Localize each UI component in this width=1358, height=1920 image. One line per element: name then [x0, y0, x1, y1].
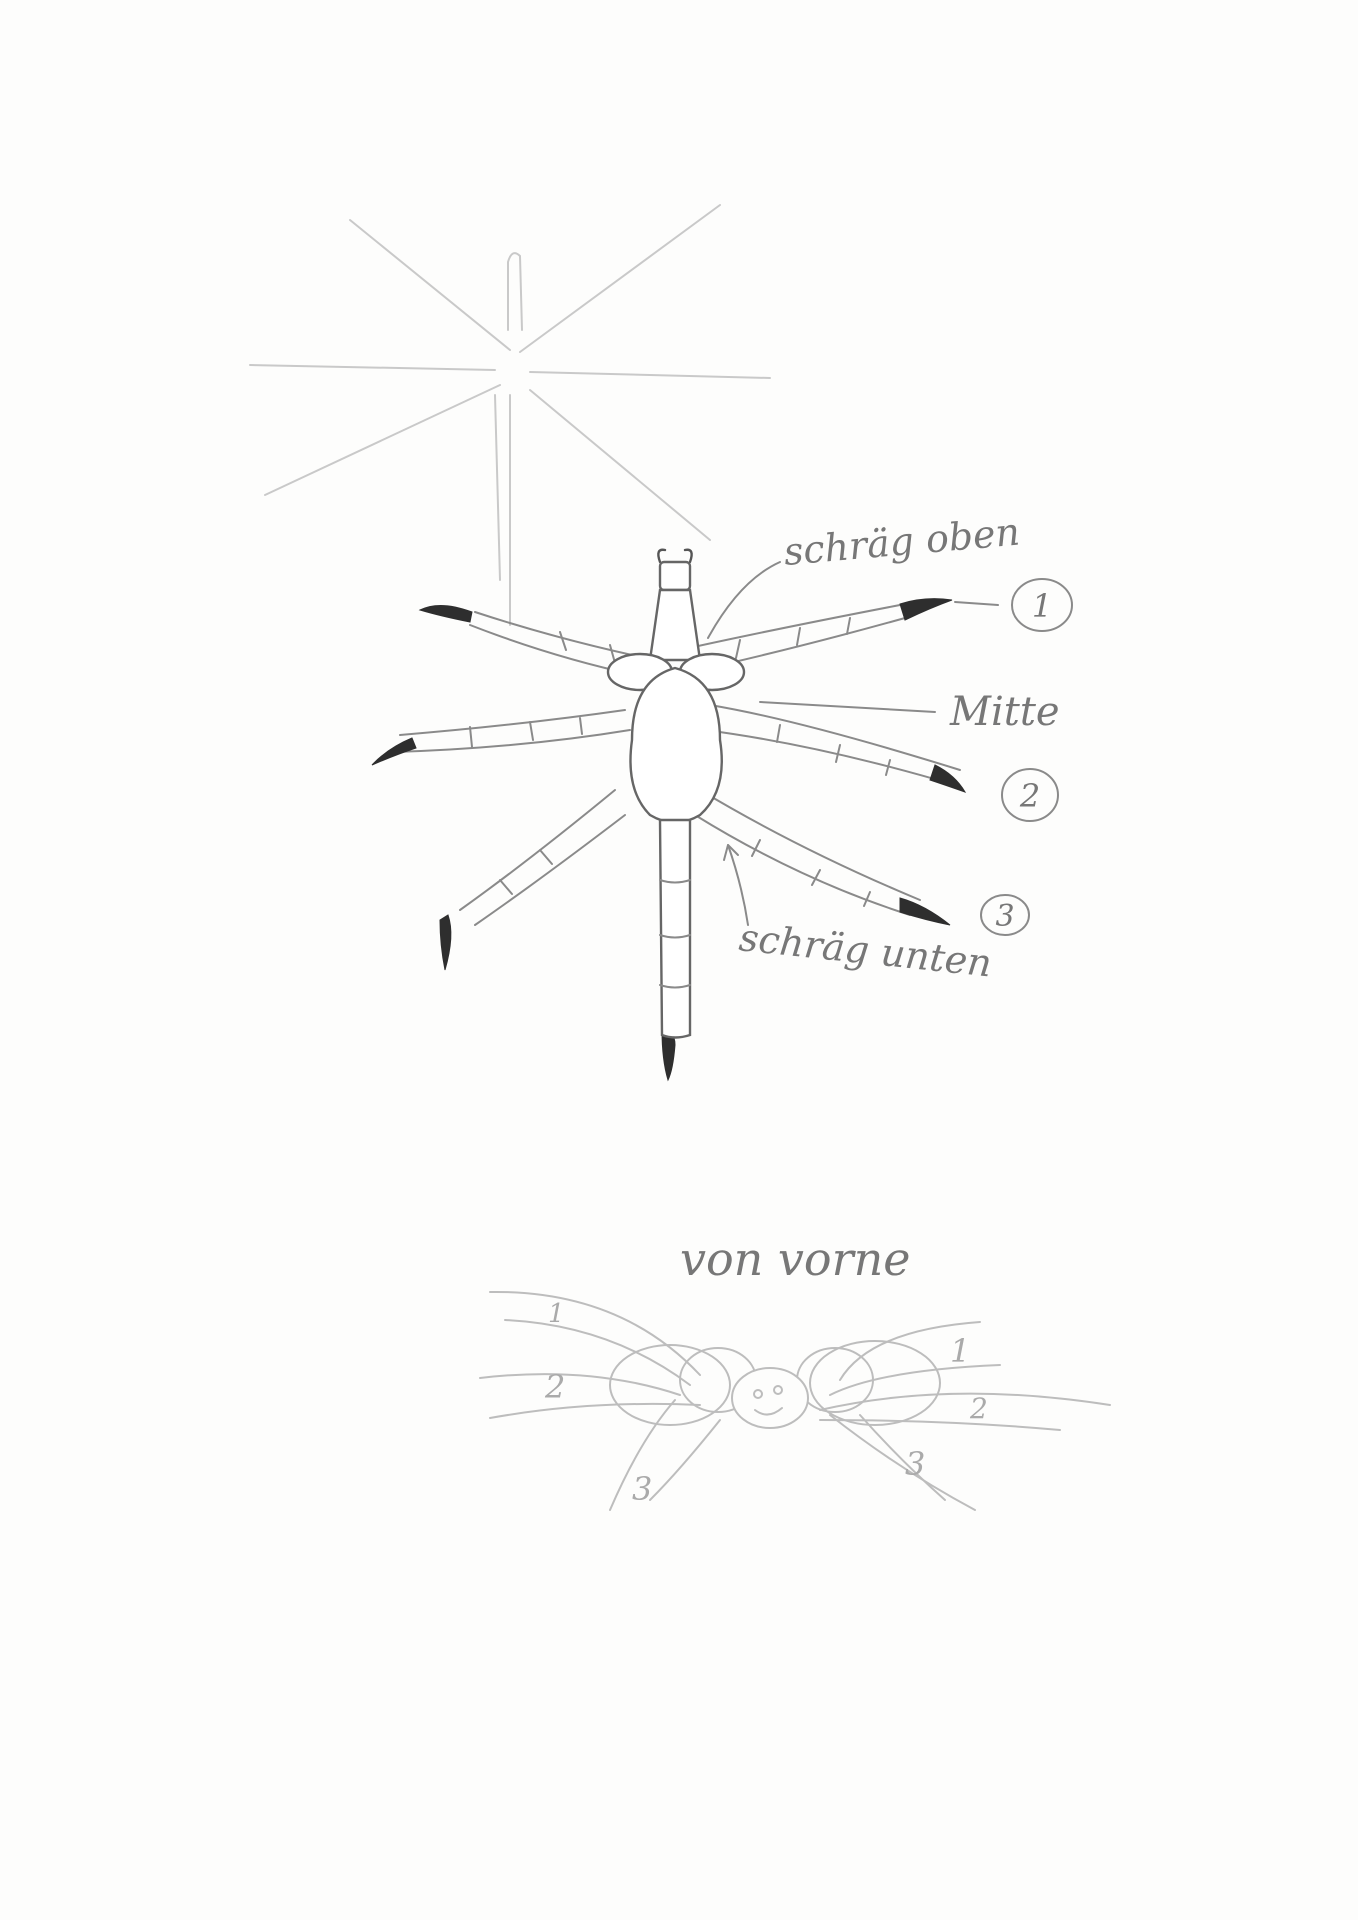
leg-number-2: 2: [1002, 769, 1058, 821]
svg-text:1: 1: [1032, 587, 1052, 625]
claw-right-1: [900, 599, 952, 620]
leg-number-3: 3: [981, 895, 1029, 935]
claw-left-1: [420, 605, 472, 622]
front-right-number-2: 2: [969, 1392, 988, 1425]
spider-front-view: [480, 1292, 1110, 1510]
leg-number-1: 1: [1012, 579, 1072, 631]
front-right-number-1: 1: [950, 1332, 970, 1370]
claw-left-3: [440, 915, 451, 970]
svg-text:3: 3: [995, 899, 1014, 934]
label-schraeg-unten: schräg unten: [737, 915, 994, 985]
antennae: [658, 550, 691, 562]
front-right-number-3: 3: [905, 1445, 925, 1483]
claw-right-3: [900, 898, 950, 925]
label-von-vorne: von vorne: [680, 1232, 910, 1286]
spider-top-view: [372, 550, 965, 1080]
label-schraeg-oben: schräg oben: [782, 510, 1022, 574]
faint-leg-layout-sketch: [250, 205, 770, 625]
front-left-number-3: 3: [632, 1470, 652, 1508]
svg-text:2: 2: [1019, 777, 1040, 815]
front-left-number-1: 1: [548, 1299, 565, 1329]
front-left-number-2: 2: [544, 1368, 565, 1406]
label-mitte: Mitte: [949, 689, 1060, 735]
